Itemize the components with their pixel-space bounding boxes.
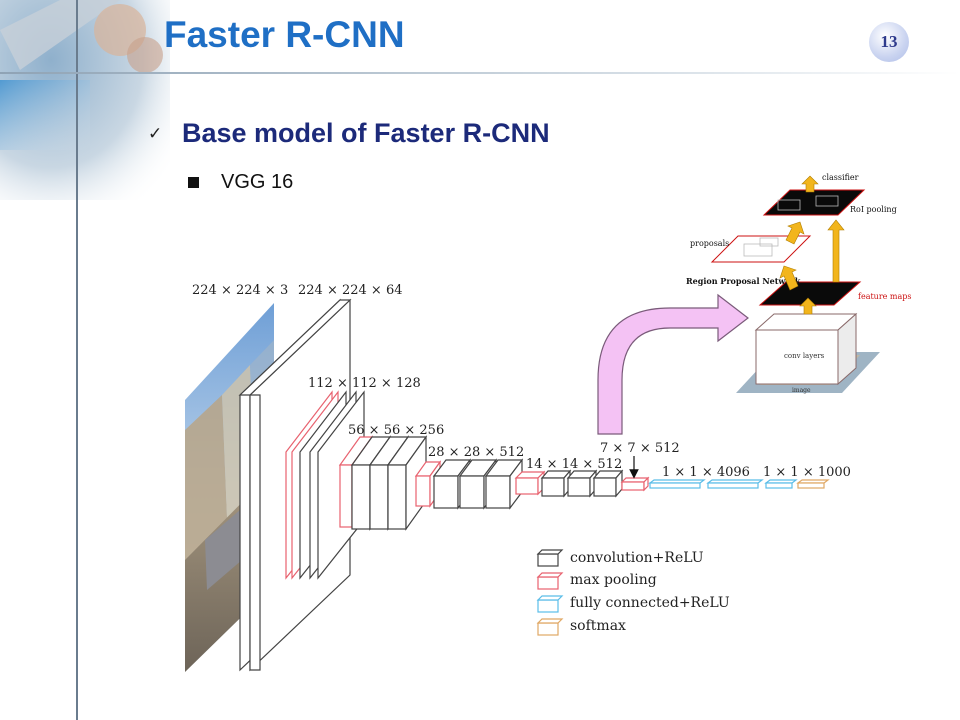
conv2-block	[285, 390, 365, 580]
legend-item-softmax: softmax	[536, 618, 626, 636]
legend-label-conv: convolution+ReLU	[570, 550, 704, 566]
arrow-proposals-to-roi	[785, 221, 805, 245]
legend-label-pool: max pooling	[570, 572, 657, 588]
bullet-sub-item: VGG 16	[221, 171, 294, 193]
slide-title: Faster R-CNN	[164, 14, 405, 55]
conv4-block	[414, 458, 524, 510]
pink-curved-arrow	[597, 293, 749, 435]
dim-conv1-label: 224 × 224 × 64	[298, 283, 402, 298]
bullet-heading: Base model of Faster R-CNN	[182, 118, 550, 148]
legend-item-pool: max pooling	[536, 572, 657, 590]
legend: convolution+ReLU max pooling fully conne…	[536, 549, 730, 636]
square-bullet-icon	[188, 177, 199, 188]
roi-pooling-label: RoI pooling	[850, 205, 897, 214]
arrow-features-to-proposals	[779, 265, 799, 291]
dim-pool5-label: 7 × 7 × 512	[600, 441, 680, 456]
feature-maps-label: feature maps	[858, 292, 912, 301]
legend-label-softmax: softmax	[570, 618, 626, 634]
conv5-block	[514, 469, 624, 498]
legend-item-conv: convolution+ReLU	[536, 549, 704, 567]
header-rule	[0, 72, 960, 74]
legend-label-fc: fully connected+ReLU	[570, 595, 730, 611]
classifier-label: classifier	[822, 173, 859, 182]
image-label: image	[792, 387, 811, 394]
dim-input-label: 224 × 224 × 3	[192, 283, 288, 298]
arrow-features-to-roi	[827, 219, 845, 283]
conv-layers-label: conv layers	[784, 352, 825, 360]
dim-conv4-label: 28 × 28 × 512	[428, 445, 524, 460]
softmax-layer	[796, 479, 830, 489]
arrow-conv-to-features	[799, 297, 817, 315]
checkmark-icon: ✓	[148, 124, 163, 143]
dim-fc-label: 1 × 1 × 4096	[662, 465, 750, 480]
conv3-block	[338, 435, 428, 531]
vertical-rule	[76, 0, 78, 720]
dim-conv5-label: 14 × 14 × 512	[526, 457, 622, 472]
dim-conv3-label: 56 × 56 × 256	[348, 423, 444, 438]
dim-softmax-label: 1 × 1 × 1000	[763, 465, 851, 480]
corner-decoration	[0, 0, 170, 200]
fc-layers	[648, 479, 798, 489]
proposals-label: proposals	[690, 239, 729, 248]
rpn-label: Region Proposal Network	[686, 276, 801, 286]
pool5-block	[620, 476, 650, 492]
dim-conv2-label: 112 × 112 × 128	[308, 376, 421, 391]
legend-item-fc: fully connected+ReLU	[536, 595, 730, 613]
arrow-roi-to-classifier	[801, 175, 819, 193]
faster-rcnn-inset: conv layers image feature maps Region Pr…	[686, 173, 912, 394]
page-number-badge: 13	[869, 22, 909, 62]
